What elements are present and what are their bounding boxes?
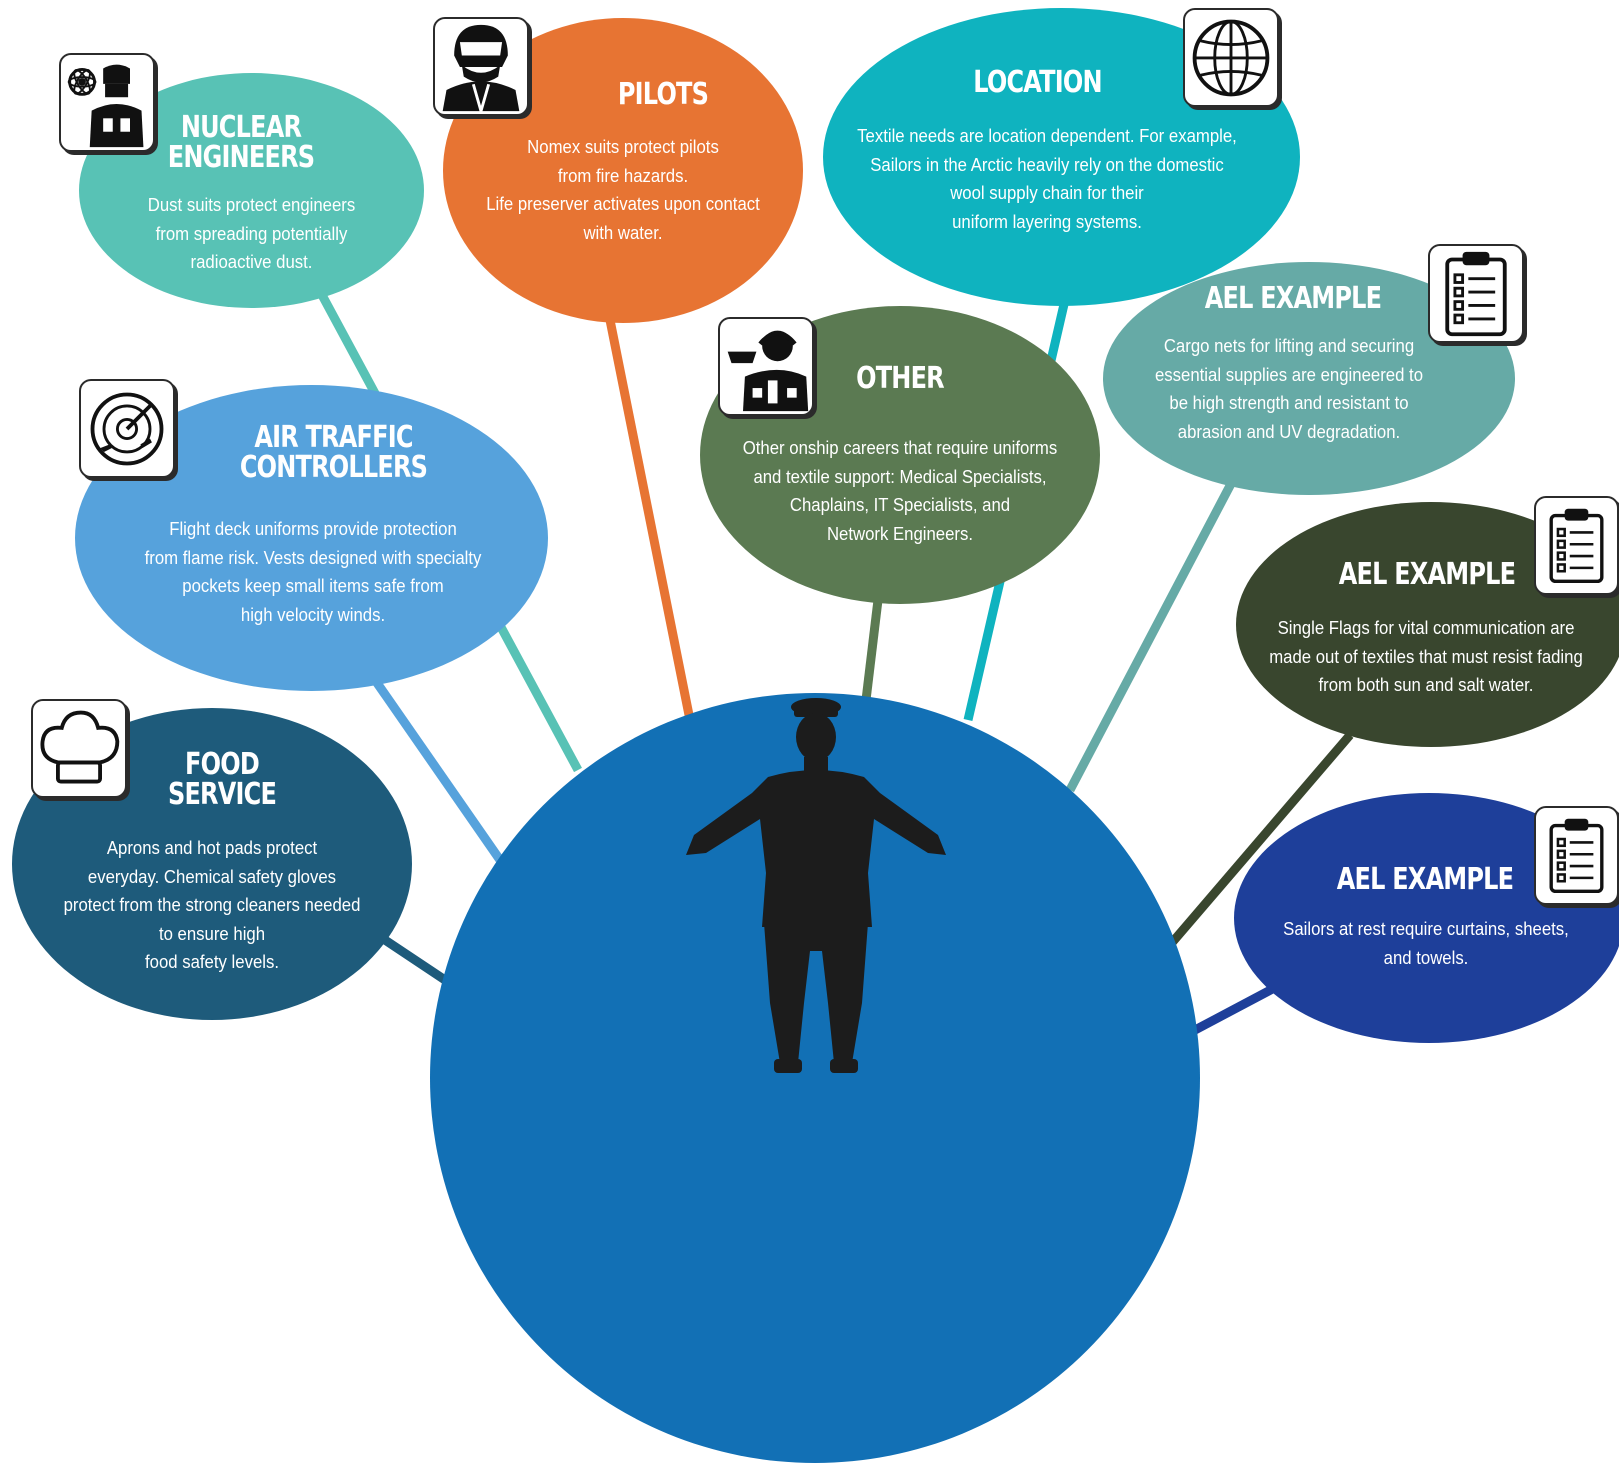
chef-hat-icon [31,699,127,798]
bubble-food-service: FOOD SERVICE Aprons and hot pads protect… [12,708,412,1020]
clipboard-checklist-icon [1428,244,1524,343]
other-text: Other onship careers that require unifor… [742,438,1058,544]
nuclear-text: Dust suits protect engineers from spread… [147,195,356,272]
clipboard-checklist-icon [1534,496,1619,595]
connector-pilots [605,319,695,721]
pilot-icon [433,17,529,116]
connector-ael2 [1166,732,1354,948]
connector-other [861,599,883,701]
connector-ael1 [1066,477,1237,793]
atc-text: Flight deck uniforms provide protection … [144,519,482,625]
bubble-ael-example-2: AEL EXAMPLE Single Flags for vital commu… [1236,502,1619,747]
radar-icon [79,379,175,478]
nuclear-title: NUCLEAR ENGINEERS [167,110,315,175]
bubble-air-traffic-controllers: AIR TRAFFIC CONTROLLERS Flight deck unif… [75,385,548,691]
food-title: FOOD SERVICE [167,747,277,812]
pilots-text: Nomex suits protect pilots from fire haz… [486,137,760,243]
bubble-ael-example-3: AEL EXAMPLE Sailors at rest require curt… [1234,793,1619,1043]
ael1-text: Cargo nets for lifting and securing esse… [1154,336,1424,442]
food-text: Aprons and hot pads protect everyday. Ch… [63,838,361,972]
sailor-with-headset-icon [718,317,814,416]
globe-icon [1183,8,1279,107]
location-text: Textile needs are location dependent. Fo… [857,126,1237,232]
sailor-silhouette-icon [686,698,946,1073]
connector-food [382,936,448,984]
atc-title: AIR TRAFFIC CONTROLLERS [239,420,428,485]
clipboard-checklist-icon [1534,806,1619,905]
bubble-nuclear-engineers: NUCLEAR ENGINEERS Dust suits protect eng… [79,73,424,308]
ael1-title: AEL EXAMPLE [1204,281,1382,316]
ael2-title: AEL EXAMPLE [1338,557,1516,592]
connector-ael3 [1192,981,1283,1034]
location-title: LOCATION [973,65,1102,100]
nuclear-engineer-icon [59,53,155,152]
ael2-text: Single Flags for vital communication are… [1269,618,1583,695]
bubble-other: OTHER Other onship careers that require … [700,306,1100,604]
pilots-title: PILOTS [617,77,709,112]
ael3-title: AEL EXAMPLE [1336,862,1514,897]
connector-atc [371,677,504,863]
ael3-text: Sailors at rest require curtains, sheets… [1283,919,1569,968]
other-title: OTHER [856,361,945,396]
